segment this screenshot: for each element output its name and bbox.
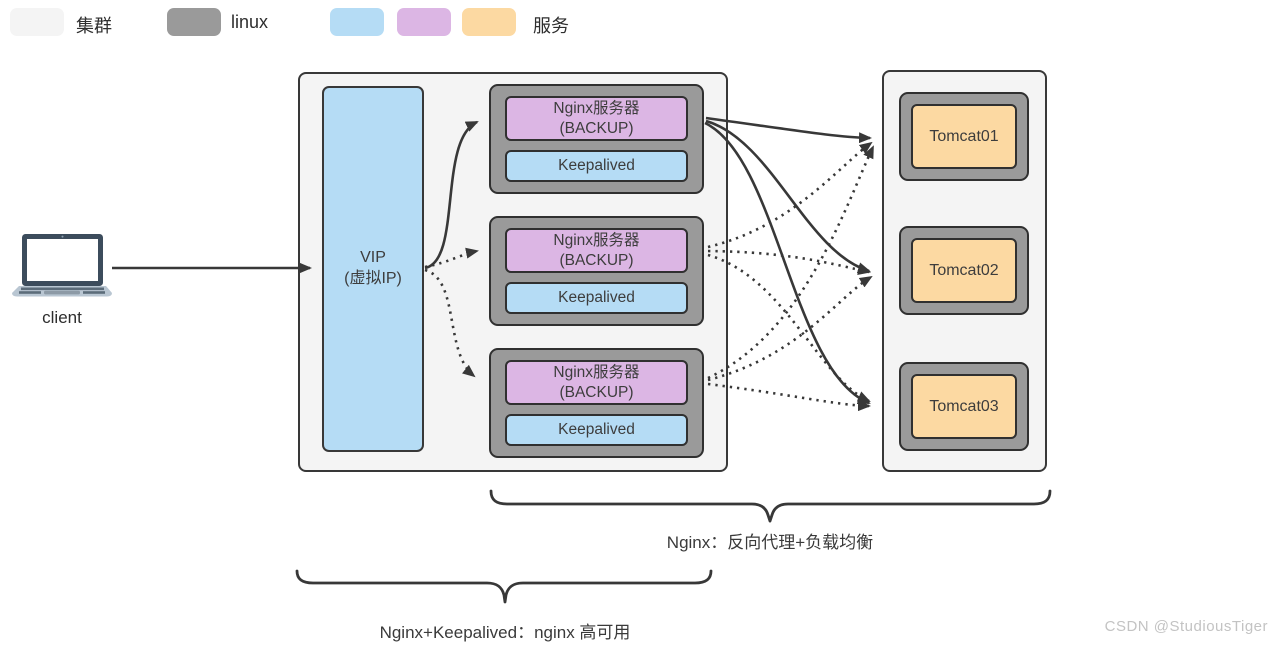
legend-label-service: 服务 (533, 16, 569, 36)
arrow-nginx2-to-tomcat1 (707, 141, 873, 249)
legend-swatch-cluster (10, 8, 64, 36)
keepalived-label: Keepalived (558, 289, 635, 307)
legend-swatch-service-orange (462, 8, 516, 36)
nginx-server-box: Nginx服务器 (BACKUP) (505, 96, 688, 142)
arrow-nginx1-to-tomcat1 (705, 116, 872, 144)
nginx-group-1: Nginx服务器 (BACKUP) Keepalived (489, 84, 704, 194)
legend-label-linux: linux (231, 12, 269, 32)
keepalived-box: Keepalived (505, 282, 688, 314)
laptop-icon (12, 234, 112, 297)
arrow-nginx3-to-tomcat1 (707, 145, 875, 380)
legend-swatch-service-purple (397, 8, 451, 36)
tomcat-box: Tomcat03 (911, 374, 1017, 439)
tomcat-group-2: Tomcat02 (899, 226, 1029, 315)
tomcat-label: Tomcat03 (929, 397, 999, 415)
tomcat-label: Tomcat01 (929, 127, 999, 145)
watermark: CSDN @StudiousTiger (1104, 618, 1268, 635)
nginx-server-title: Nginx服务器 (553, 100, 640, 118)
nginx-group-2: Nginx服务器 (BACKUP) Keepalived (489, 216, 704, 326)
tomcat-group-1: Tomcat01 (899, 92, 1029, 181)
nginx-server-subtitle: (BACKUP) (559, 383, 634, 401)
tomcat-box: Tomcat01 (911, 104, 1017, 169)
keepalived-brace (295, 569, 713, 604)
arrow-nginx1-to-tomcat2 (705, 119, 871, 274)
legend-label-cluster: 集群 (76, 16, 112, 36)
arrow-nginx2-to-tomcat3 (707, 253, 871, 403)
arrow-nginx3-to-tomcat3 (707, 382, 871, 412)
legend-swatch-linux (167, 8, 221, 36)
nginx-brace-label: Nginx：反向代理+负载均衡 (666, 533, 874, 552)
keepalived-box: Keepalived (505, 414, 688, 446)
nginx-server-box: Nginx服务器 (BACKUP) (505, 228, 688, 274)
nginx-server-subtitle: (BACKUP) (559, 251, 634, 269)
tomcat-group-3: Tomcat03 (899, 362, 1029, 451)
nginx-brace (489, 489, 1052, 523)
vip-title: VIP (360, 249, 386, 267)
keepalived-brace-label: Nginx+Keepalived：nginx 高可用 (379, 623, 631, 642)
nginx-server-title: Nginx服务器 (553, 232, 640, 250)
keepalived-box: Keepalived (505, 150, 688, 182)
vip-box: VIP (虚拟IP) (322, 86, 424, 452)
nginx-group-3: Nginx服务器 (BACKUP) Keepalived (489, 348, 704, 458)
vip-subtitle: (虚拟IP) (344, 270, 402, 287)
keepalived-label: Keepalived (558, 157, 635, 175)
nginx-server-subtitle: (BACKUP) (559, 119, 634, 137)
nginx-server-title: Nginx服务器 (553, 364, 640, 382)
legend-swatch-service-blue (330, 8, 384, 36)
tomcat-box: Tomcat02 (911, 238, 1017, 303)
client-label: client (42, 308, 82, 327)
keepalived-label: Keepalived (558, 421, 635, 439)
arrow-nginx3-to-tomcat2 (707, 275, 873, 382)
tomcat-label: Tomcat02 (929, 261, 999, 279)
nginx-server-box: Nginx服务器 (BACKUP) (505, 360, 688, 406)
arrow-nginx2-to-tomcat2 (707, 249, 871, 276)
arrow-nginx1-to-tomcat3 (704, 121, 871, 405)
